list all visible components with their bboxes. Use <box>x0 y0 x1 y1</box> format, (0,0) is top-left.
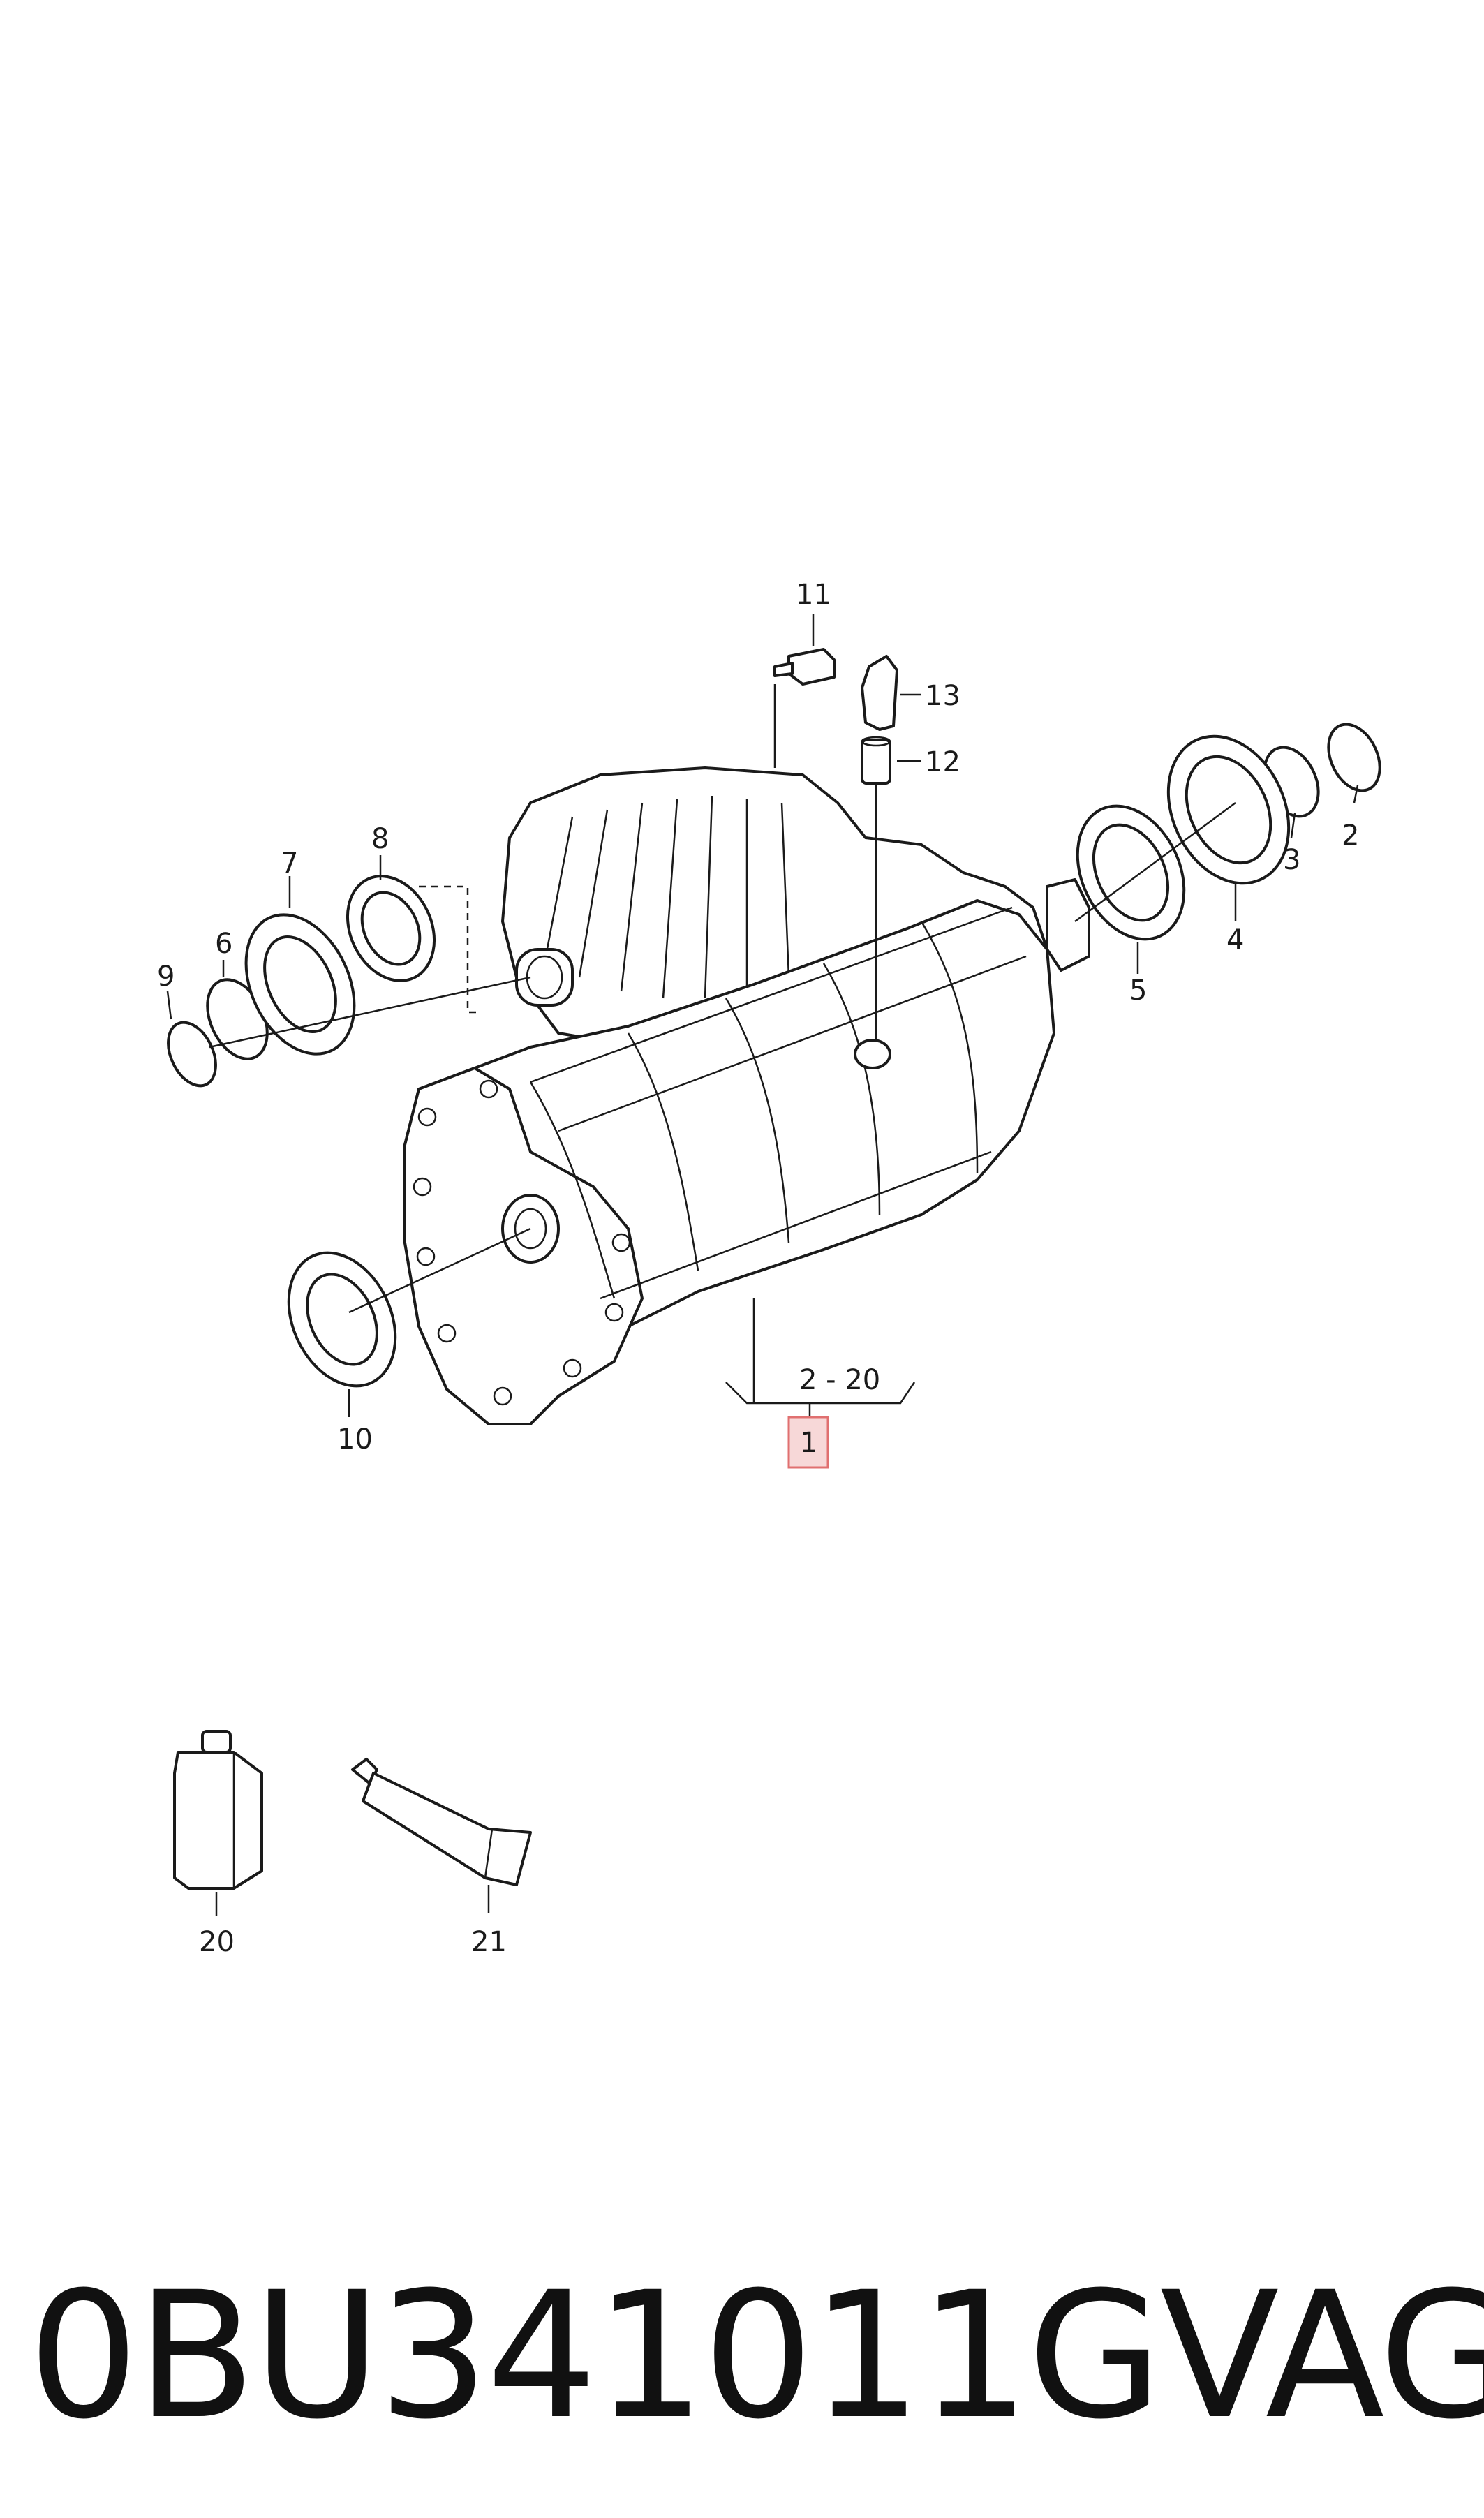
footer: 0BU341011G VAG <box>28 2241 1484 2471</box>
part-4-seal <box>1166 734 1291 921</box>
label-part-12: 12 <box>925 746 960 778</box>
label-part-11: 11 <box>796 579 831 611</box>
part-7-seal <box>244 876 356 1056</box>
part-8-seal <box>346 855 436 982</box>
label-part-6: 6 <box>215 928 232 960</box>
part-13-cap <box>861 655 921 731</box>
part-10-seal <box>287 1227 531 1417</box>
label-part-13: 13 <box>925 680 960 712</box>
part-1-highlight-box <box>787 1416 829 1469</box>
label-part-5: 5 <box>1129 975 1147 1007</box>
label-part-4: 4 <box>1226 924 1244 956</box>
part-9-circlip <box>166 991 217 1088</box>
group-number: 1 <box>800 1427 817 1459</box>
range-label: 2 - 20 <box>799 1364 880 1396</box>
label-part-10: 10 <box>337 1423 373 1456</box>
part-code: 0BU341011G <box>28 2254 1163 2457</box>
transmission-housing <box>403 766 1090 1425</box>
part-5-seal <box>1076 804 1186 974</box>
part-2-circlip <box>1327 723 1381 803</box>
label-part-3: 3 <box>1283 844 1300 876</box>
parts-exploded-diagram: 2 3 4 5 6 7 8 9 10 11 12 13 20 21 2 - 20… <box>157 579 1381 1958</box>
label-part-7: 7 <box>281 847 298 880</box>
part-12-plug <box>861 736 921 1040</box>
range-bracket <box>725 1298 916 1421</box>
part-21-grease-tube <box>351 1758 532 1913</box>
label-part-9: 9 <box>157 961 175 993</box>
label-part-20: 20 <box>199 1926 235 1958</box>
label-part-2: 2 <box>1342 820 1359 852</box>
brand: VAG <box>1159 2254 1484 2457</box>
label-part-8: 8 <box>371 823 389 855</box>
part-11-bolt <box>773 614 836 768</box>
label-part-21: 21 <box>471 1926 507 1958</box>
part-20-oil-bottle <box>173 1730 263 1916</box>
